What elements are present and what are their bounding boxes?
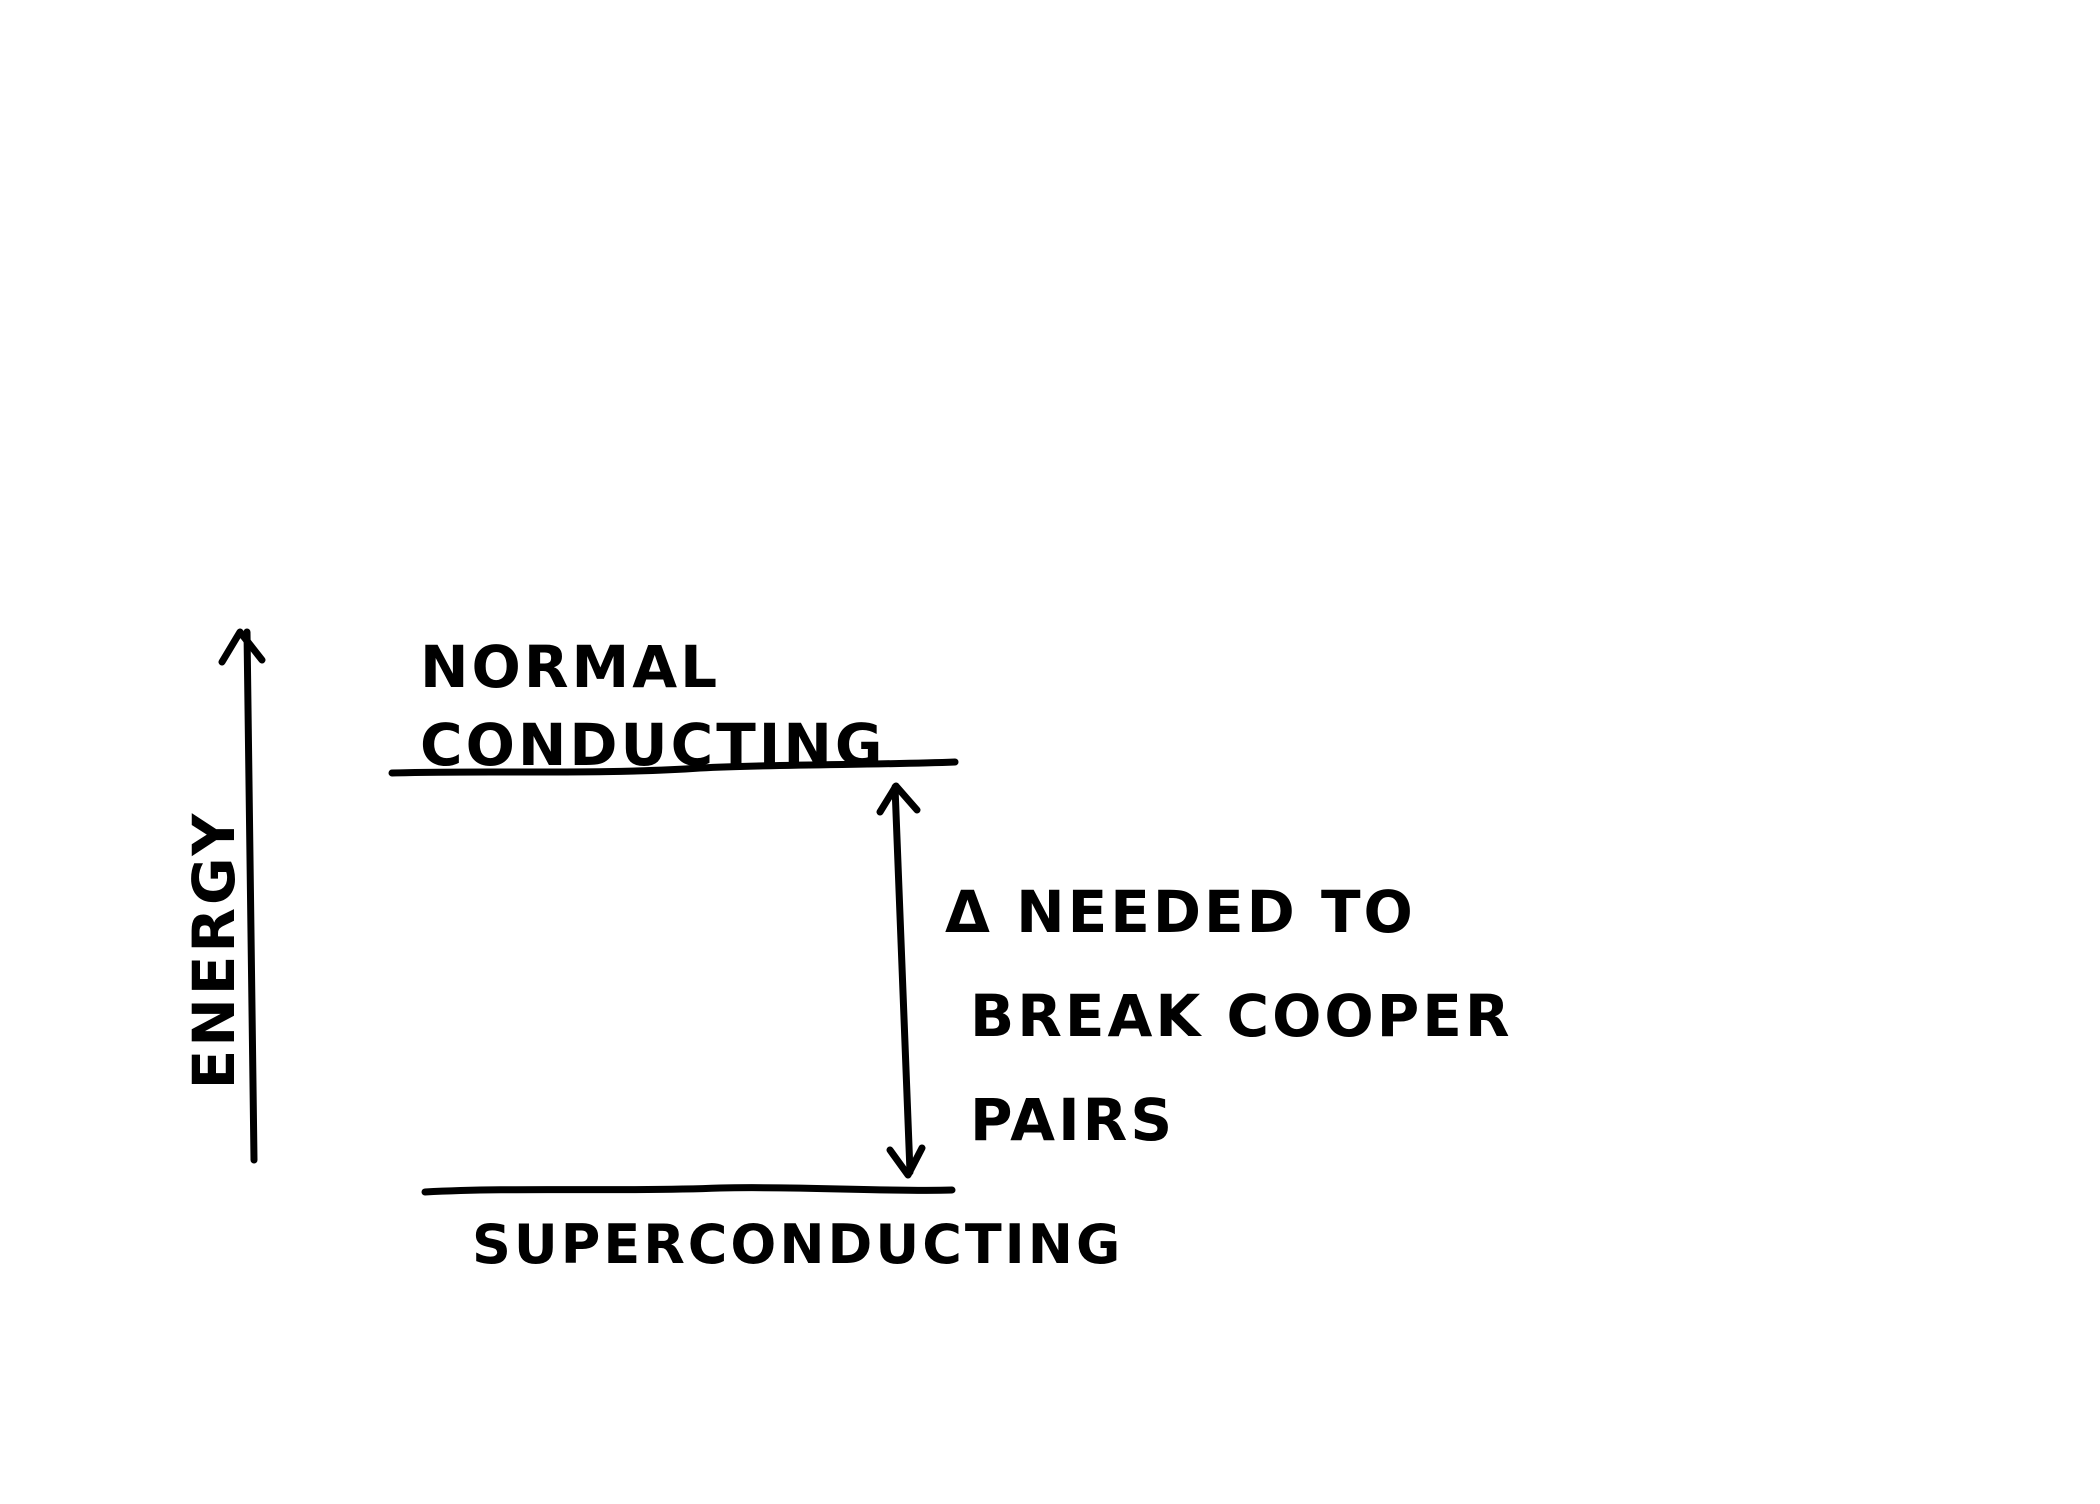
gap-arrow-line xyxy=(891,783,914,1176)
normal-label-line2: CONDUCTING xyxy=(420,711,886,779)
normal-conducting-level xyxy=(388,758,959,777)
gap-annotation-line2: BREAK COOPER xyxy=(970,982,1513,1050)
superconducting-label: SUPERCONDUCTING xyxy=(472,1213,1124,1276)
superconducting-level xyxy=(421,1184,956,1196)
energy-axis-arrowhead xyxy=(218,628,266,666)
gap-annotation-line3: PAIRS xyxy=(970,1086,1176,1154)
gap-arrow-top-head xyxy=(876,782,921,816)
energy-axis-line xyxy=(243,628,258,1164)
gap-annotation: Δ NEEDED TO BREAK COOPER PAIRS xyxy=(945,860,1512,1172)
normal-label-line1: NORMAL xyxy=(420,633,721,701)
normal-conducting-label: NORMAL CONDUCTING xyxy=(420,628,886,784)
gap-arrow-bottom-head xyxy=(886,1144,926,1179)
gap-annotation-line1: Δ NEEDED TO xyxy=(945,878,1416,946)
energy-axis-label: ENERGY xyxy=(180,810,248,1090)
